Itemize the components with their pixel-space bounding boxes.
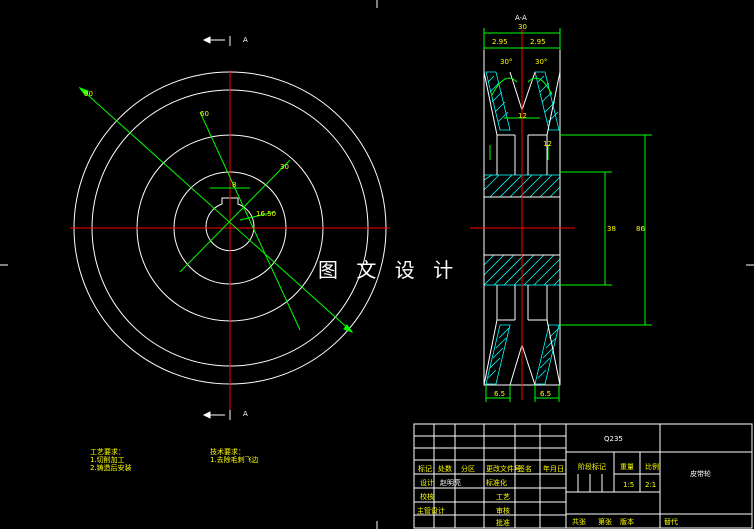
process-note-2: 2.铸造后安装 [90,464,132,472]
dim-bottom-right: 6.5 [540,390,552,398]
row-header-count: 处数 [438,465,452,473]
hatch-lower-rim [485,324,560,385]
row-header-mark: 标记 [418,465,432,473]
scale-label: 比例 [645,463,659,471]
watermark: 图 文 设 计 [318,258,460,282]
stage-label: 阶段标记 [578,463,606,471]
dim-keyway-depth: 16.50 [256,210,277,218]
replace-label: 替代 [664,518,678,526]
dim-line-d-outer [79,87,353,333]
design-label: 设计 [420,479,434,487]
approve-label: 批准 [496,519,510,527]
dim-d-inner: 30 [280,163,289,171]
sheet-number: 第张 [598,518,612,526]
section-mark-top [202,36,231,46]
dim-half-groove-left: 2.95 [492,38,508,46]
section-view [470,28,652,402]
dim-bottom-left: 6.5 [494,390,506,398]
section-dimensions [483,28,652,402]
dim-d-outer: 90 [84,90,93,98]
dim-line-d-mid [199,111,301,331]
tech-notes: 技术要求： 1.去除毛刺飞边 [210,448,259,464]
material: Q235 [604,435,623,443]
dim-overall-width: 30 [518,23,527,31]
process-label: 工艺 [496,493,510,501]
row-header-date: 年月日 [543,465,564,473]
tech-note-1: 1.去除毛刺飞边 [210,456,259,464]
scale-value: 2:1 [645,481,657,489]
version-label: 版本 [620,518,634,526]
dim-outer-dia: 86 [636,225,645,233]
section-mark-bottom-label: A [243,410,248,418]
sheet-total: 共张 [572,518,586,526]
weight-label: 重量 [620,463,634,471]
section-mark-bottom [202,410,231,420]
process-note-1: 1.切削加工 [90,456,125,464]
process-notes: 工艺要求： 1.切削加工 2.铸造后安装 [90,448,132,472]
hatch-upper-rim [485,71,560,131]
dim-hub-dia: 38 [607,225,616,233]
part-name: 皮带轮 [690,470,711,478]
section-mark-top-label: A [243,36,248,44]
tech-note-title: 技术要求： [210,448,245,456]
dim-line-d-inner [179,159,291,273]
dim-line-key-depth [239,211,276,221]
row-header-zone: 分区 [461,465,475,473]
dim-angle-right: 30° [535,58,548,66]
bore-with-keyway [205,197,255,252]
title-block-grid [413,423,753,529]
process-note-title: 工艺要求： [90,448,125,456]
dim-keyway-width: 8 [232,181,237,189]
sheet-value: 1:5 [623,481,635,489]
section-label: A-A [515,14,527,22]
row-header-sign: 签名 [518,465,532,473]
designer-name: 赵明亮 [440,479,461,487]
chief-label: 主管设计 [417,507,445,515]
front-view [70,36,390,420]
dim-d-mid: 60 [200,110,209,118]
check-label: 校核 [420,493,434,501]
review-label: 审核 [496,507,510,515]
dim-half-groove-right: 2.95 [530,38,546,46]
row-header-change: 更改文件号 [486,465,521,473]
dim-groove-depth: 12 [518,112,527,120]
dim-angle-left: 30° [500,58,513,66]
dim-inner-small: 12 [543,140,552,148]
standard-label: 标准化 [486,479,507,487]
